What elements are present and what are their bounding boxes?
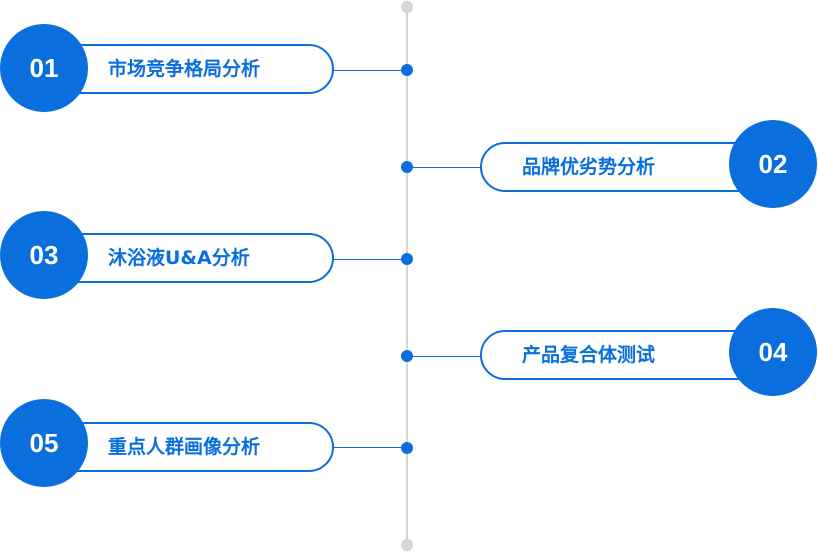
timeline-node-04 — [401, 350, 413, 362]
item-01-label: 市场竞争格局分析 — [108, 58, 261, 80]
number-badge-04: 04 — [729, 308, 817, 396]
timeline-end-dot — [401, 539, 413, 551]
item-02-label: 品牌优劣势分析 — [522, 156, 656, 178]
timeline-item-02: 品牌优劣势分析 — [480, 142, 776, 192]
connector-02 — [407, 167, 481, 168]
timeline-node-02 — [401, 161, 413, 173]
timeline-axis — [406, 7, 408, 545]
item-03-label: 沐浴液U&A分析 — [108, 247, 250, 269]
connector-04 — [407, 356, 481, 357]
timeline-item-05: 重点人群画像分析 — [40, 422, 334, 472]
item-04-label: 产品复合体测试 — [522, 344, 656, 366]
connector-03 — [333, 259, 407, 260]
number-badge-01: 01 — [0, 24, 88, 112]
timeline-item-01: 市场竞争格局分析 — [40, 44, 334, 94]
timeline-item-04: 产品复合体测试 — [480, 330, 776, 380]
number-badge-03: 03 — [0, 211, 88, 299]
connector-05 — [333, 447, 407, 448]
number-badge-05: 05 — [0, 399, 88, 487]
item-05-label: 重点人群画像分析 — [108, 436, 261, 458]
timeline-node-01 — [401, 64, 413, 76]
connector-01 — [333, 70, 407, 71]
timeline-node-03 — [401, 253, 413, 265]
timeline-node-05 — [401, 442, 413, 454]
timeline-start-dot — [401, 1, 413, 13]
number-badge-02: 02 — [729, 120, 817, 208]
timeline-item-03: 沐浴液U&A分析 — [40, 233, 334, 283]
